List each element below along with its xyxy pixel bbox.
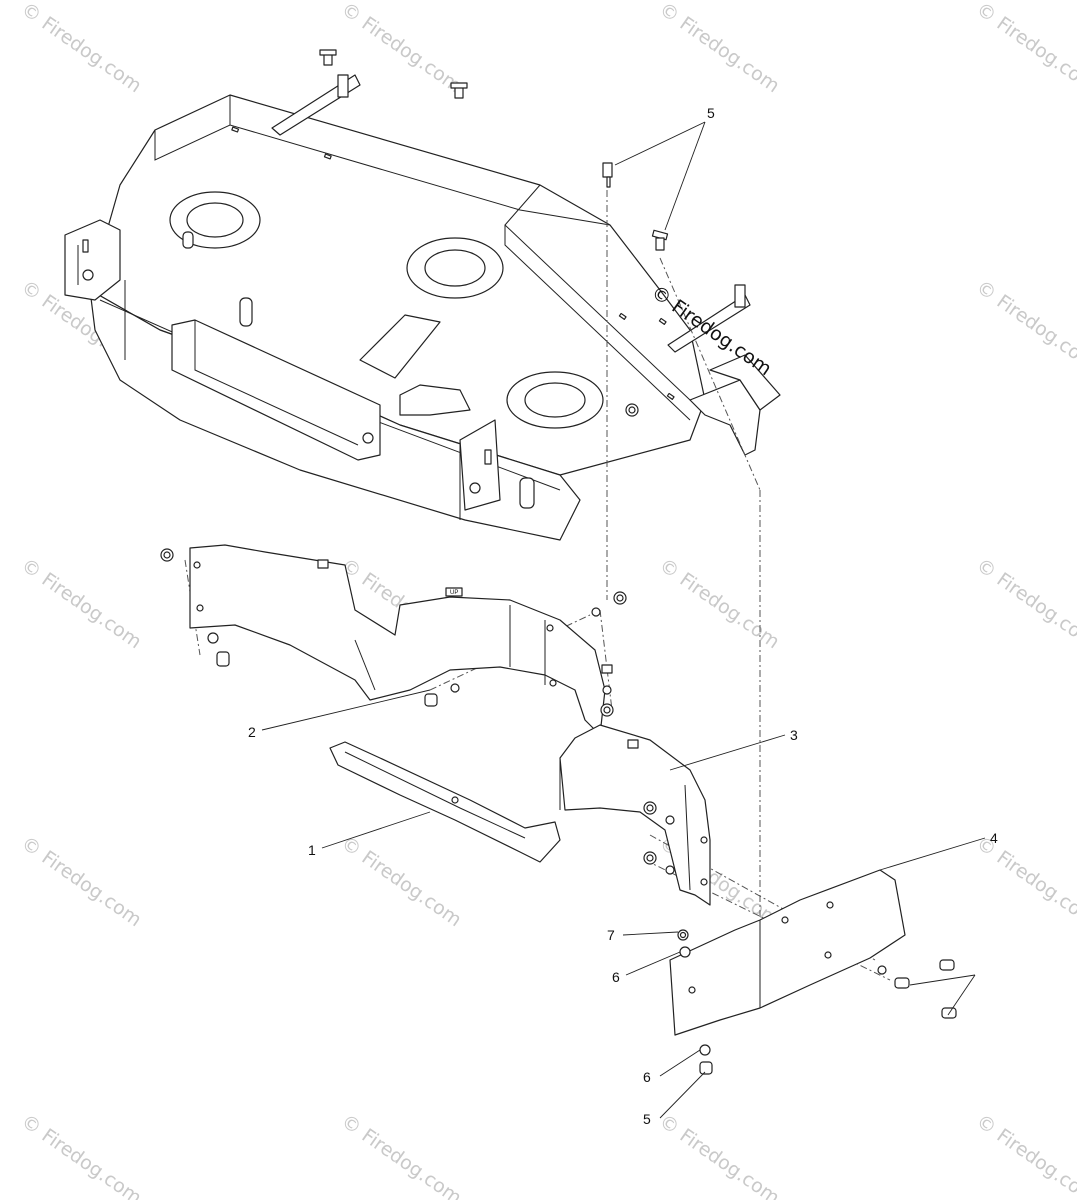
- watermark-text: © Firedog.com: [337, 1110, 465, 1200]
- callout-2: 2: [248, 724, 256, 740]
- up-label: UP: [450, 590, 458, 596]
- upper-bolts: [602, 162, 669, 251]
- part-4-chute-plate: [669, 869, 957, 1075]
- deck-bolts: [319, 49, 639, 417]
- watermark-text: © Firedog.com: [972, 832, 1077, 931]
- callout-labels: 5 2 3 1 4 7 6 6 5: [248, 105, 998, 1127]
- callout-6-upper: 6: [612, 969, 620, 985]
- watermark-text: © Firedog.com: [17, 0, 145, 97]
- callout-3: 3: [790, 727, 798, 743]
- callout-1: 1: [308, 842, 316, 858]
- part-2-left-baffle: UP: [160, 544, 627, 736]
- deck-slots: [231, 126, 675, 400]
- watermark-text: © Firedog.com: [17, 1110, 145, 1200]
- callout-5-top: 5: [707, 105, 715, 121]
- watermark-text: © Firedog.com: [655, 0, 783, 97]
- leader-lines: [261, 121, 986, 1119]
- watermark-text: © Firedog.com: [972, 0, 1077, 97]
- part-3-right-baffle: [559, 724, 711, 906]
- callout-5-bottom: 5: [643, 1111, 651, 1127]
- callout-6-lower: 6: [643, 1069, 651, 1085]
- part-1-blade: [329, 741, 561, 863]
- mower-deck: [64, 49, 781, 541]
- callout-7: 7: [607, 927, 615, 943]
- spindle-plates: [169, 191, 604, 429]
- watermark-text: © Firedog.com: [655, 1110, 783, 1200]
- watermark-text: © Firedog.com: [17, 554, 145, 653]
- watermark-text: © Firedog.com: [972, 554, 1077, 653]
- watermark-text: © Firedog.com: [337, 832, 465, 931]
- callout-4: 4: [990, 830, 998, 846]
- watermark-text: © Firedog.com: [655, 554, 783, 653]
- watermark-text: © Firedog.com: [972, 1110, 1077, 1200]
- up-label-box: [445, 587, 463, 597]
- watermark-text: © Firedog.com: [972, 276, 1077, 375]
- watermark-text: © Firedog.com: [17, 832, 145, 931]
